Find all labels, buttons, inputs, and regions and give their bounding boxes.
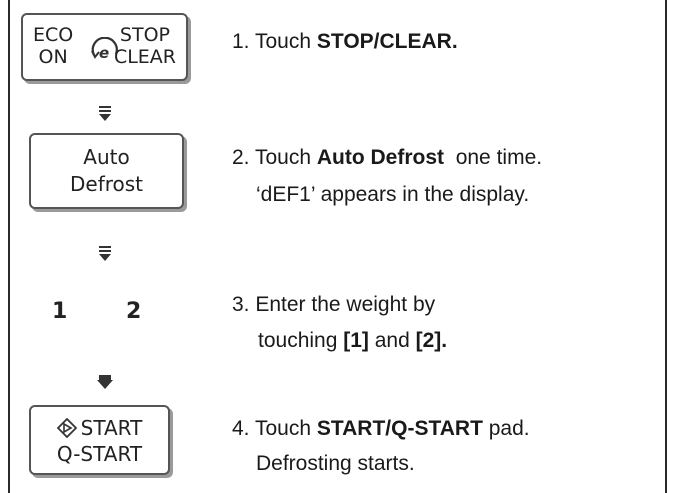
eco-label: ECO	[33, 24, 74, 46]
step-bold-text: Auto Defrost	[316, 146, 445, 169]
step-text: Defrosting starts.	[256, 452, 415, 475]
svg-text:e: e	[99, 44, 109, 62]
start-label: START	[80, 416, 143, 440]
step-number: 2.	[232, 146, 250, 169]
step-bold-text: [2].	[415, 329, 448, 352]
step-bold-text: [1]	[343, 329, 369, 352]
down-arrow-icon	[97, 375, 113, 389]
step-bold-text: STOP/CLEAR.	[316, 30, 458, 53]
step-4-line-2: Defrosting starts.	[256, 445, 415, 482]
step-text: one time.	[444, 146, 543, 169]
down-arrow-icon	[99, 246, 111, 261]
step-number: 3.	[232, 293, 250, 316]
step-number: 4.	[232, 417, 250, 440]
auto-label: Auto	[83, 145, 130, 169]
step-number: 1.	[232, 30, 250, 53]
auto-defrost-button[interactable]: Auto Defrost	[29, 133, 184, 209]
stop-label: STOP	[119, 24, 171, 46]
step-3: 3. Enter the weight by	[232, 286, 435, 323]
on-label: ON	[38, 46, 68, 68]
step-text: Touch	[254, 146, 317, 169]
key-1[interactable]: 1	[52, 299, 68, 324]
step-text: Touch	[254, 30, 317, 53]
instruction-frame	[8, 0, 667, 493]
start-diamond-icon	[56, 418, 77, 438]
start-q-start-button[interactable]: START Q-START	[29, 405, 170, 475]
step-text: pad.	[482, 417, 530, 440]
eco-stop-clear-button[interactable]: ECO ON e STOP CLEAR	[21, 13, 188, 81]
step-4: 4. Touch START/Q-START pad.	[232, 410, 530, 447]
step-2: 2. Touch Auto Defrost one time.	[232, 139, 542, 176]
step-3-line-2: touching [1] and [2].	[258, 322, 447, 359]
down-arrow-icon	[99, 106, 111, 121]
step-text: ‘dEF1’ appears in the display.	[256, 183, 530, 206]
step-1: 1. Touch STOP/CLEAR.	[232, 23, 458, 60]
stop-clear-label: STOP CLEAR	[114, 24, 176, 68]
step-text: Touch	[254, 417, 317, 440]
step-bold-text: START/Q-START	[316, 417, 483, 440]
defrost-label: Defrost	[69, 172, 144, 196]
q-start-label: Q-START	[56, 442, 143, 466]
clear-label: CLEAR	[113, 46, 176, 68]
eco-on-label: ECO ON	[33, 24, 73, 68]
step-text: and	[368, 329, 416, 352]
step-2-line-2: ‘dEF1’ appears in the display.	[256, 176, 529, 213]
key-2[interactable]: 2	[126, 299, 142, 324]
eco-e-icon: e	[91, 37, 118, 62]
step-text: Enter the weight by	[255, 293, 436, 316]
step-text: touching	[258, 329, 344, 352]
